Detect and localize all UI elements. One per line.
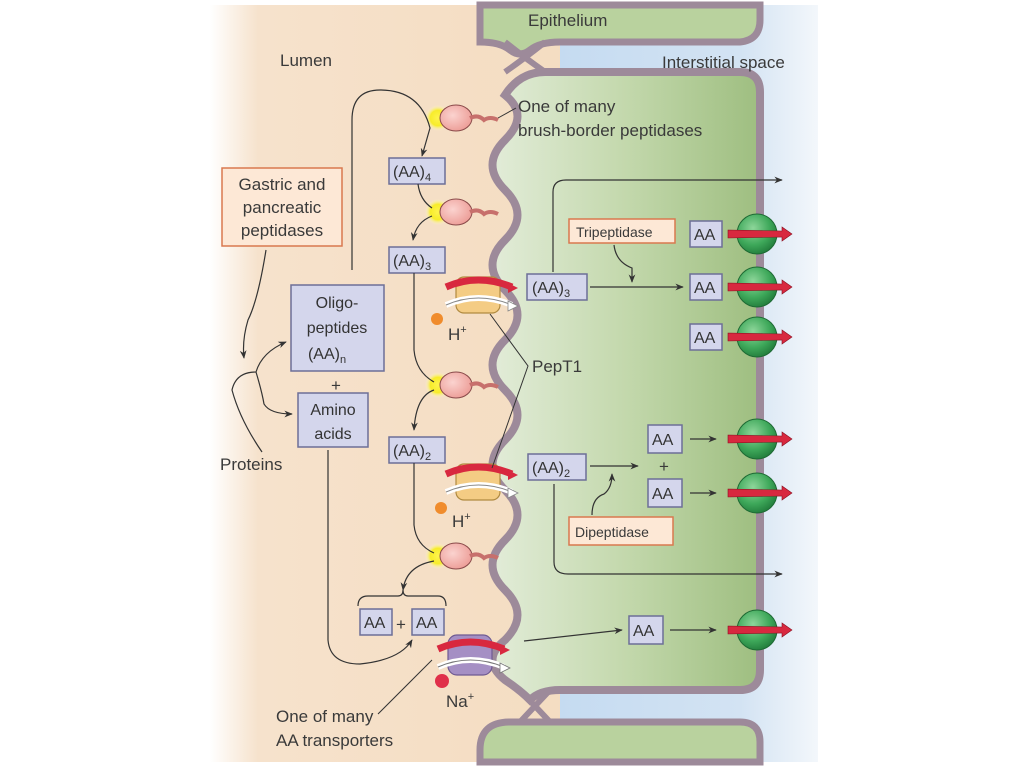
brush-border-peptidase-4 <box>425 542 499 570</box>
aa2-to-peptidase-arrow <box>413 463 435 554</box>
epithelium-label: Epithelium <box>528 11 607 30</box>
interstitial-space-label: Interstitial space <box>662 53 785 72</box>
oligo-plus: + <box>331 376 341 395</box>
svg-text:(AA)n: (AA)n <box>308 346 346 366</box>
svg-text:AA: AA <box>364 615 386 632</box>
svg-text:Tripeptidase: Tripeptidase <box>576 224 653 240</box>
brush-border-peptidase-2 <box>425 198 499 226</box>
svg-text:AA: AA <box>652 432 674 449</box>
dipeptidase-box: Dipeptidase <box>568 516 674 546</box>
proteins-branch <box>231 341 287 453</box>
svg-text:(AA)2: (AA)2 <box>532 460 570 480</box>
basolateral-aa-channel-6 <box>727 609 793 651</box>
aa4-box: (AA)4 <box>388 157 446 185</box>
aa2-exit-arrow <box>553 484 783 578</box>
basolateral-aa-channel-1 <box>727 213 793 255</box>
aa-transporter-leader <box>377 659 433 715</box>
h-ion-label-2: H+ <box>452 511 471 531</box>
gastric-pancreatic-peptidases-box: Gastric and pancreatic peptidases <box>221 167 343 247</box>
epithelium-main-cell <box>488 68 764 706</box>
peptidase-to-aa2-arrow <box>411 389 435 431</box>
aa-pair-brace <box>357 589 447 607</box>
basolateral-aa-channel-2 <box>727 266 793 308</box>
peptidase-to-aa3-arrow <box>410 215 433 241</box>
aa3-exit-arrow <box>552 176 783 272</box>
amino-acids-to-transporter-arrow <box>327 450 413 665</box>
oligopeptides-box: Oligo- peptides (AA)n <box>290 284 385 372</box>
aa-box-cell-6: AA <box>628 615 664 645</box>
brush-border-peptidase-1 <box>425 104 499 132</box>
svg-text:AA: AA <box>633 623 655 640</box>
brush-border-label-line1: One of many <box>518 97 616 116</box>
aa-pair-plus: + <box>396 615 406 634</box>
aa-box-cell-4: AA <box>647 424 683 454</box>
transporter-to-aa-arrow <box>523 627 623 642</box>
svg-text:AA: AA <box>694 280 716 297</box>
aa-transporters-label-line1: One of many <box>276 707 374 726</box>
tight-junction-top <box>503 39 547 75</box>
aa3-lumen-box: (AA)3 <box>388 246 446 274</box>
aa-box-lumen-1: AA <box>359 608 393 636</box>
epithelium-bottom-cell <box>476 718 764 766</box>
aa-cell-plus: + <box>659 457 669 476</box>
aa3-to-peptidase-arrow <box>413 273 435 383</box>
gastric-to-proteins-arrow <box>239 249 267 359</box>
brush-border-label-line2: brush-border peptidases <box>518 121 702 140</box>
aa-transporters-label-line2: AA transporters <box>276 731 393 750</box>
proteins-label: Proteins <box>220 455 282 474</box>
tripeptidase-box: Tripeptidase <box>568 218 676 244</box>
lumen-label: Lumen <box>280 51 332 70</box>
svg-text:AA: AA <box>652 486 674 503</box>
h-ion-2 <box>435 502 447 514</box>
svg-text:(AA)3: (AA)3 <box>532 280 570 300</box>
svg-text:Oligo-: Oligo- <box>316 295 359 312</box>
aa-box-lumen-2: AA <box>411 608 445 636</box>
h-ion-1 <box>431 313 443 325</box>
aa-box-cell-1: AA <box>689 220 723 248</box>
svg-text:AA: AA <box>416 615 438 632</box>
dipeptidase-arrow <box>591 473 616 516</box>
svg-text:acids: acids <box>314 426 351 443</box>
pept1-leader <box>489 313 529 469</box>
svg-text:Amino: Amino <box>310 402 355 419</box>
tripeptidase-arrow <box>613 244 636 283</box>
svg-text:(AA)3: (AA)3 <box>393 253 431 273</box>
svg-text:Dipeptidase: Dipeptidase <box>575 524 649 540</box>
h-ion-label-1: H+ <box>448 324 467 344</box>
svg-text:(AA)2: (AA)2 <box>393 443 431 463</box>
tight-junction-bottom <box>517 687 553 725</box>
svg-text:AA: AA <box>694 330 716 347</box>
aa2-cell-box: (AA)2 <box>527 453 587 481</box>
amino-acids-box: Amino acids <box>297 392 369 448</box>
basolateral-aa-channel-4 <box>727 418 793 460</box>
aa-box-cell-2: AA <box>689 273 723 301</box>
aa4-to-peptidase-arrow <box>417 183 433 209</box>
basolateral-aa-channel-3 <box>727 316 793 358</box>
aa3-cell-box: (AA)3 <box>526 273 588 301</box>
svg-text:pancreatic: pancreatic <box>243 198 322 217</box>
svg-text:peptidases: peptidases <box>241 221 323 240</box>
svg-text:peptides: peptides <box>307 320 368 337</box>
basolateral-aa-channel-5 <box>727 472 793 514</box>
na-ion-label: Na+ <box>446 691 474 711</box>
aa2-lumen-box: (AA)2 <box>388 436 446 464</box>
oligopeptide-to-peptidase-arrow <box>351 89 431 270</box>
brush-border-leader <box>497 107 517 119</box>
svg-text:(AA)4: (AA)4 <box>393 164 431 184</box>
svg-text:Gastric and: Gastric and <box>239 175 326 194</box>
pept1-transporter-1 <box>444 276 519 314</box>
proteins-to-amino-acids-arrow <box>255 371 293 418</box>
na-ion <box>435 674 449 688</box>
aa-transporter <box>436 634 511 676</box>
aa-box-cell-5: AA <box>647 478 683 508</box>
pept1-transporter-2 <box>444 463 519 501</box>
svg-text:AA: AA <box>694 227 716 244</box>
basolateral-channels <box>727 213 793 651</box>
pept1-label: PepT1 <box>532 357 582 376</box>
peptidase-to-aa-pair-arrow <box>400 560 435 591</box>
aa-box-cell-3: AA <box>689 323 723 351</box>
